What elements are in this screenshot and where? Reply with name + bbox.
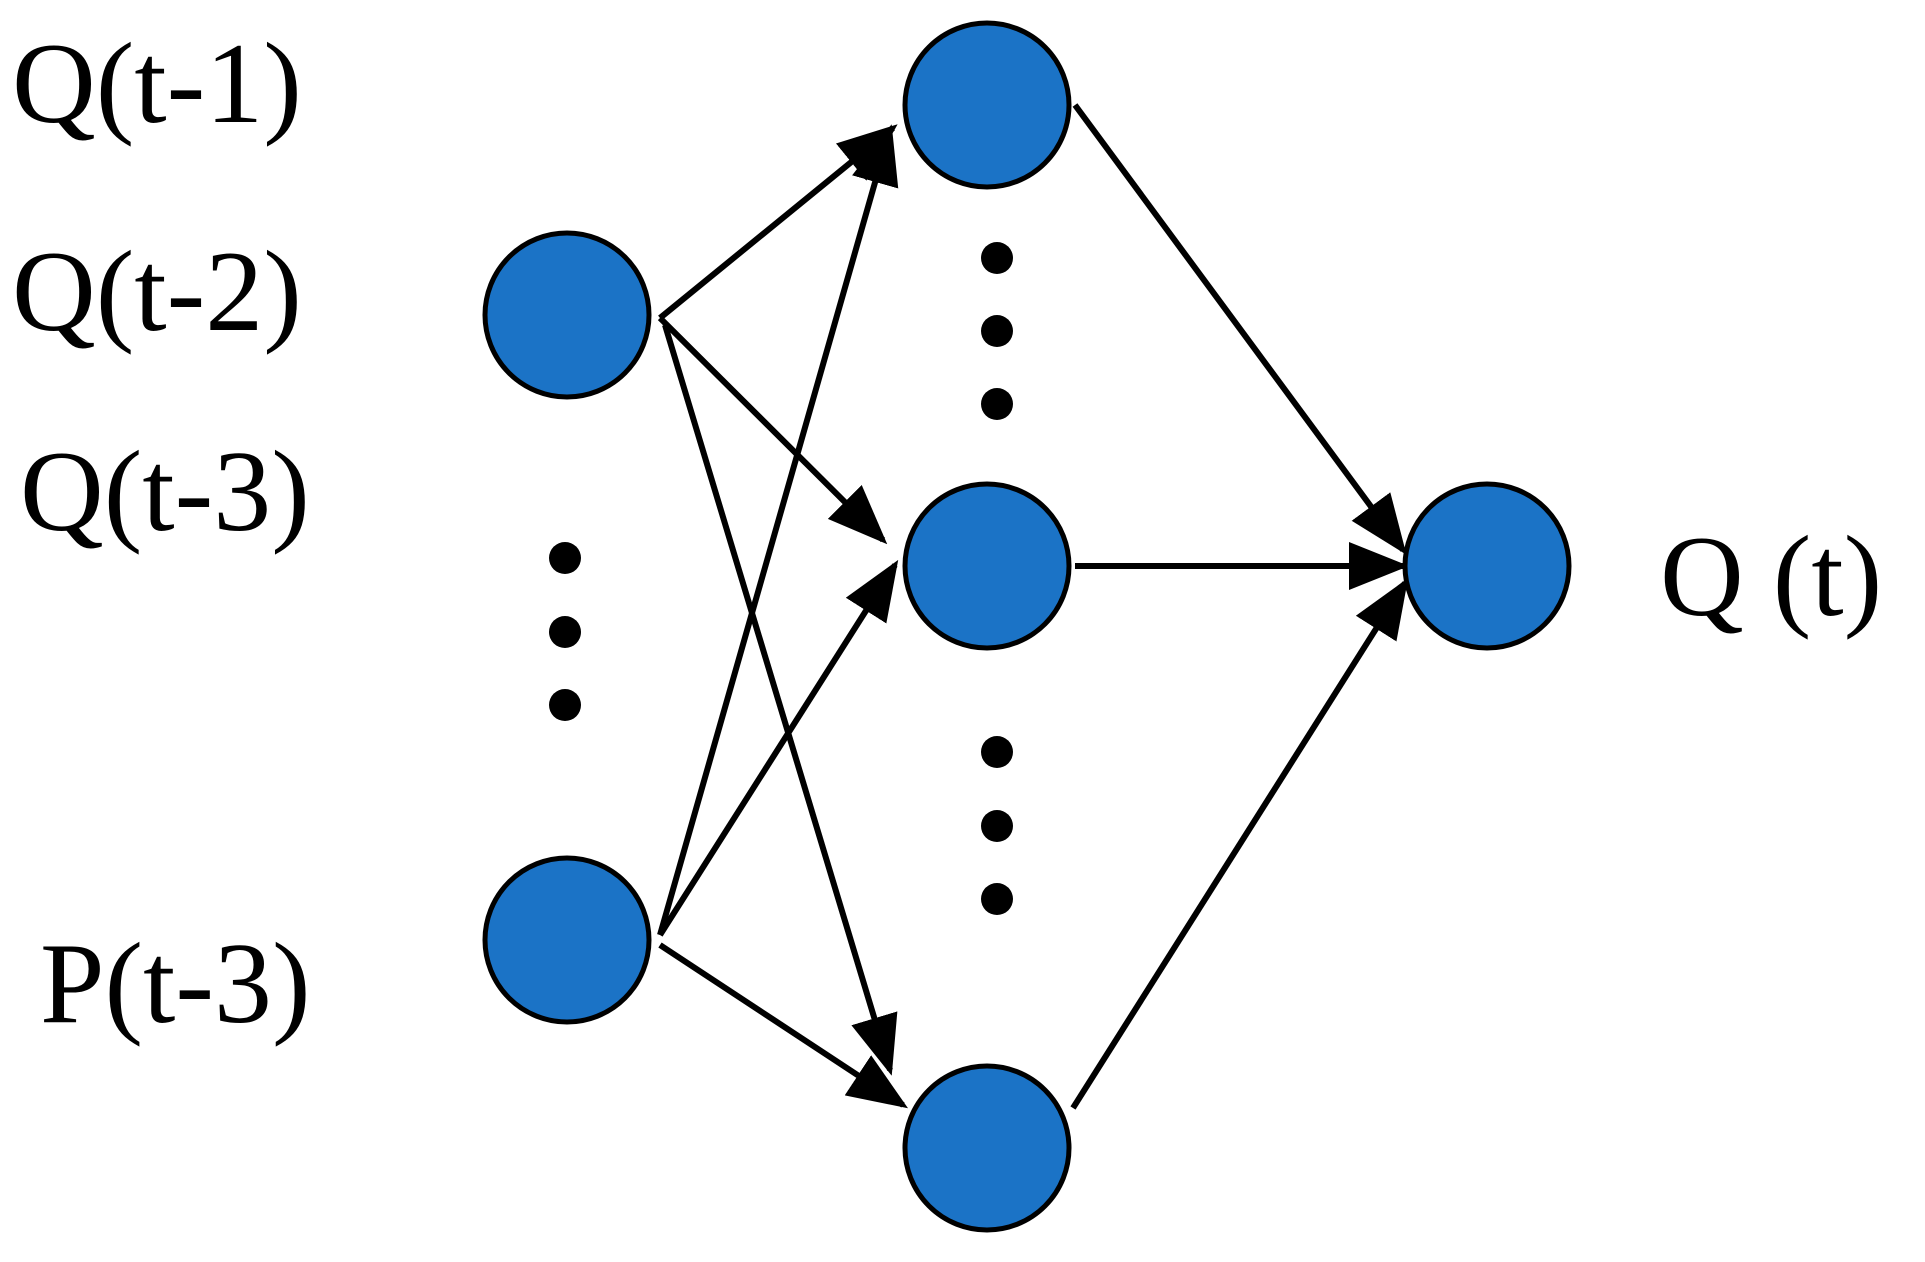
label-p-t-3: P(t-3) — [40, 920, 311, 1048]
edge-in1-h2 — [657, 315, 888, 545]
ellipsis-dots-hidden-upper — [981, 242, 1013, 420]
hidden-node-3 — [902, 1063, 1072, 1233]
hidden-node-2 — [902, 481, 1072, 651]
hidden-node-1 — [902, 20, 1072, 190]
edges-input-hidden — [657, 124, 909, 1109]
edge-in2-h2 — [657, 559, 899, 937]
label-q-t-2: Q(t-2) — [12, 228, 302, 356]
edge-in2-h3 — [658, 942, 909, 1109]
edge-in1-h3 — [662, 324, 898, 1076]
label-q-t-3: Q(t-3) — [20, 428, 310, 556]
edge-in1-h1 — [658, 124, 898, 321]
edges-hidden-output — [1070, 103, 1409, 1110]
label-q-t-1: Q(t-1) — [12, 20, 302, 148]
output-node — [1402, 481, 1572, 651]
edge-in2-h1 — [657, 124, 899, 936]
ellipsis-dots-hidden-lower — [981, 736, 1013, 915]
ellipsis-dots-input — [549, 542, 581, 721]
edge-h1-out — [1072, 103, 1407, 555]
input-node-1 — [482, 230, 652, 400]
edge-h3-out — [1070, 577, 1409, 1110]
label-output-q-t: Q (t) — [1660, 513, 1882, 641]
input-node-2 — [482, 855, 652, 1025]
